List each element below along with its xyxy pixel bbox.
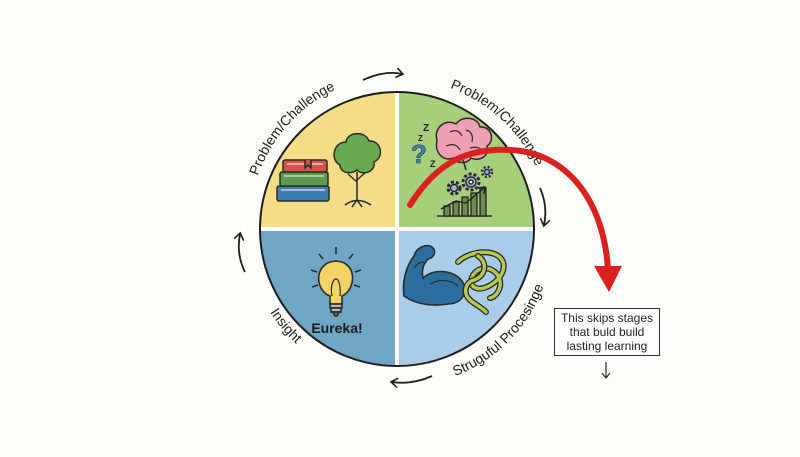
svg-text:Z: Z [423, 123, 429, 134]
cycle-outline [259, 91, 535, 367]
skip-warning-note: This skips stages that buld build lastin… [554, 308, 660, 356]
gears-icon [446, 165, 494, 196]
eureka-label: Eureka! [311, 320, 362, 336]
svg-text:?: ? [411, 139, 427, 169]
quadrant-bottom-left [260, 229, 397, 366]
svg-text:Z: Z [430, 159, 436, 169]
tree-icon [333, 132, 382, 208]
lightbulb-icon [310, 247, 362, 317]
growth-chart-icon [437, 186, 492, 217]
cycle-arrow-bottom [392, 375, 433, 383]
cycle-arrow-right [539, 187, 545, 225]
knot-icon [455, 249, 507, 315]
cycle-arrow-left [239, 234, 246, 273]
flexed-arm-icon [402, 244, 466, 306]
cycle-arrow-top [362, 73, 402, 81]
down-arrow-icon [601, 362, 611, 379]
svg-text:Z: Z [418, 134, 423, 143]
skip-arrow [407, 146, 611, 273]
question-mark-icon: ? Z Z Z [411, 123, 436, 169]
skip-arrow-head [594, 266, 622, 292]
books-icon [276, 159, 330, 202]
